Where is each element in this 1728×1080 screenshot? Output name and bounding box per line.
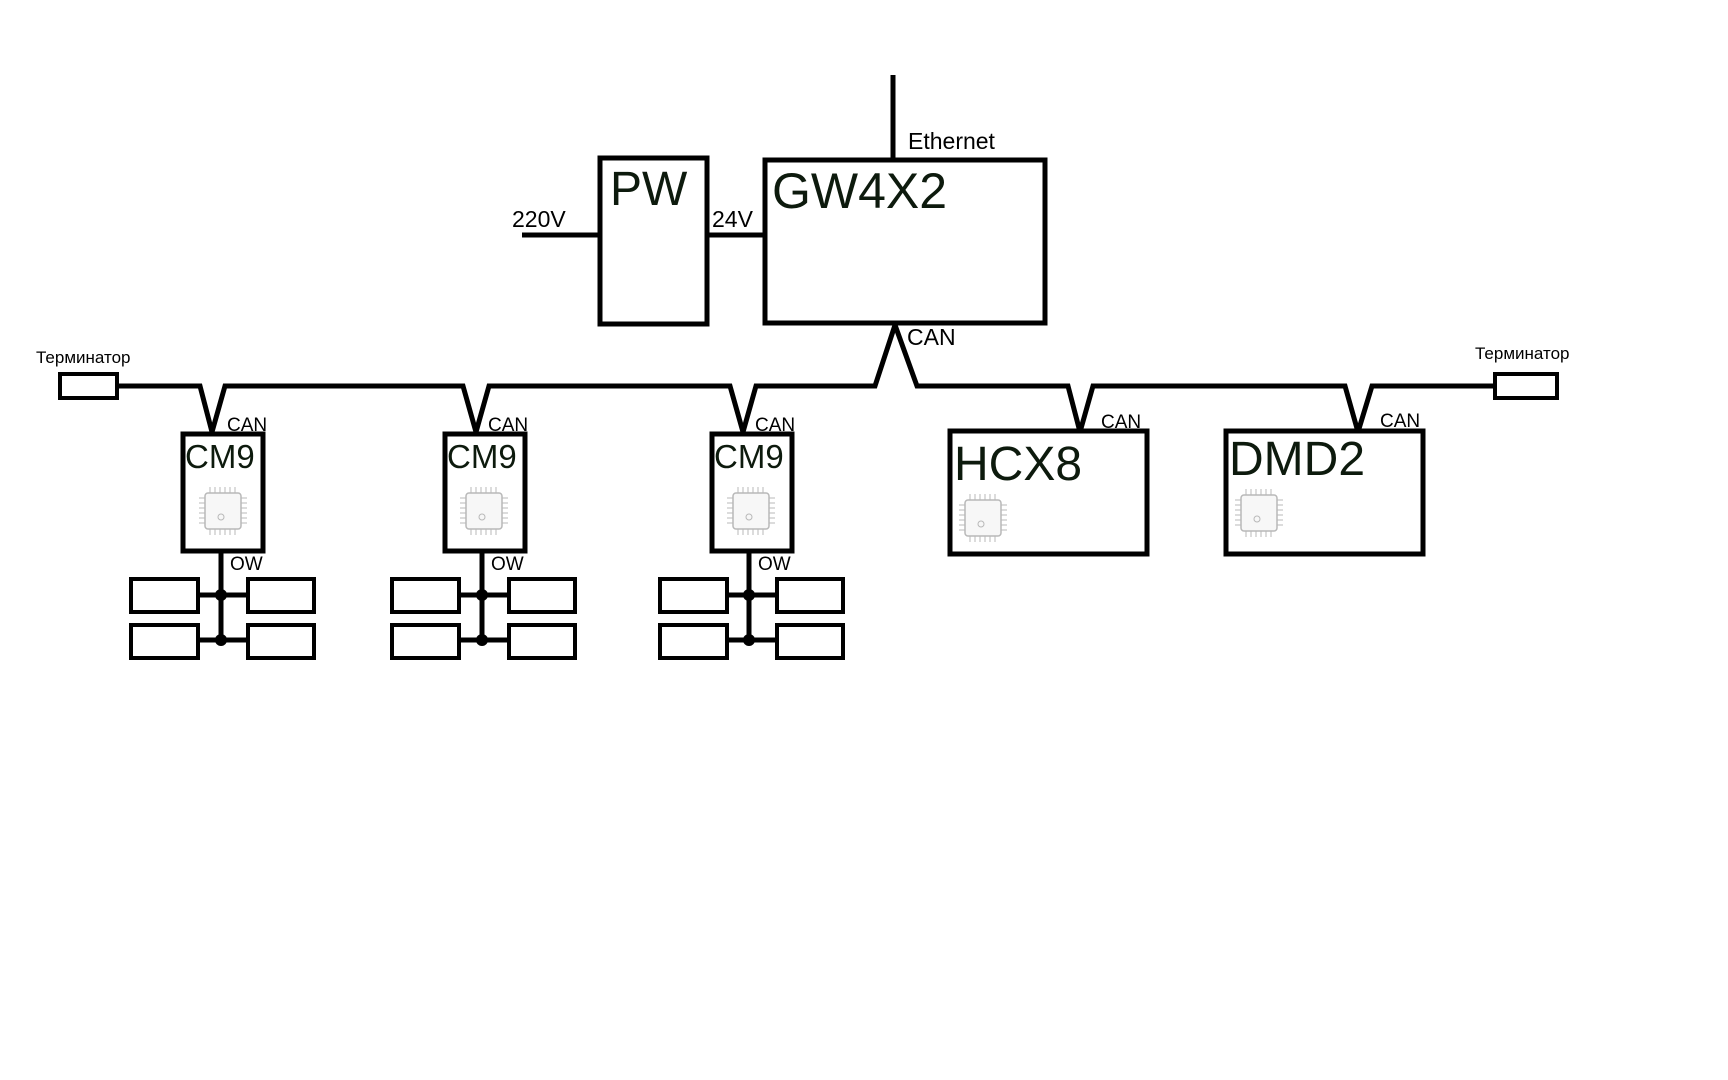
terminator-right	[1493, 372, 1559, 400]
onewire-sensor	[246, 577, 316, 614]
gateway-box	[762, 157, 1048, 326]
gateway-title: GW4X2	[772, 163, 947, 219]
onewire-sensor	[775, 623, 845, 660]
node-cm9-1-title: CM9	[185, 438, 255, 475]
node-dmd2-chip-icon	[1234, 488, 1284, 538]
power-supply-box	[597, 155, 710, 327]
can-bus-right	[892, 324, 1495, 442]
terminator-left	[58, 372, 119, 400]
node-cm9-3-chip-icon	[726, 486, 776, 536]
onewire-sensor	[129, 577, 200, 614]
can-bus-left	[118, 324, 898, 442]
onewire-sensor	[658, 623, 729, 660]
node-cm9-2	[442, 431, 528, 554]
node-cm9-1-sensors	[129, 551, 316, 660]
node-cm9-2-title: CM9	[447, 438, 517, 475]
node-cm9-1-can-label: CAN	[227, 415, 267, 436]
node-hcx8-chip-icon	[958, 493, 1008, 543]
node-cm9-3-can-label: CAN	[755, 415, 795, 436]
node-dmd2	[1223, 428, 1426, 557]
onewire-sensor	[390, 623, 461, 660]
node-cm9-3	[709, 431, 795, 554]
supply-voltage-label: 24V	[712, 206, 754, 232]
terminator-left-label: Терминатор	[36, 348, 131, 367]
node-cm9-2-sensors	[390, 551, 577, 660]
onewire-sensor	[246, 623, 316, 660]
node-dmd2-title: DMD2	[1229, 433, 1365, 486]
gateway-can-label: CAN	[907, 324, 956, 350]
node-cm9-3-ow-label: OW	[758, 554, 791, 575]
node-cm9-2-can-label: CAN	[488, 415, 528, 436]
mains-voltage-label: 220V	[512, 206, 566, 232]
terminator-right-label: Терминатор	[1475, 344, 1570, 363]
onewire-sensor	[507, 623, 577, 660]
onewire-sensor	[658, 577, 729, 614]
node-cm9-3-title: CM9	[714, 438, 784, 475]
node-cm9-2-chip-icon	[459, 486, 509, 536]
node-cm9-2-ow-label: OW	[491, 554, 524, 575]
ethernet-label: Ethernet	[908, 128, 996, 154]
onewire-sensor	[390, 577, 461, 614]
onewire-sensor	[507, 577, 577, 614]
node-hcx8-title: HCX8	[954, 438, 1082, 491]
node-cm9-1-ow-label: OW	[230, 554, 263, 575]
node-cm9-3-sensors	[658, 551, 845, 660]
node-hcx8-can-label: CAN	[1101, 412, 1141, 433]
node-cm9-1-chip-icon	[198, 486, 248, 536]
onewire-sensor	[129, 623, 200, 660]
power-supply-title: PW	[610, 163, 688, 216]
node-dmd2-can-label: CAN	[1380, 411, 1420, 432]
onewire-sensor	[775, 577, 845, 614]
